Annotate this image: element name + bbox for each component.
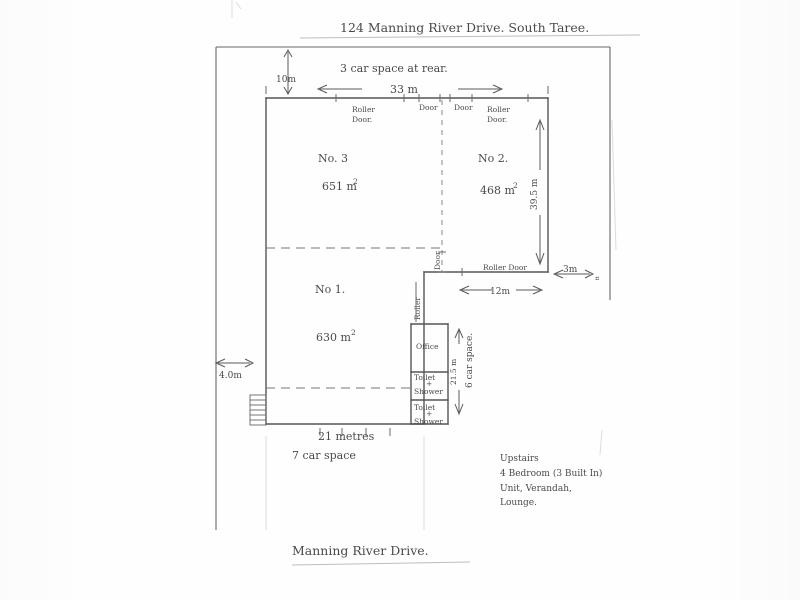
front-car-space-note: 7 car space xyxy=(292,449,356,462)
dim-39-5m-arrow-up xyxy=(535,118,545,131)
unit-no2-area-sup: 2 xyxy=(513,181,518,190)
dim-33m-label: 33 m xyxy=(390,83,418,96)
unit-no3-name: No. 3 xyxy=(318,152,348,165)
dim-4m-arrow-right xyxy=(244,358,255,368)
unit-no3-area: 651 m xyxy=(322,180,357,193)
room-toilet1-line1: Toilet xyxy=(414,373,435,382)
page-crease-right xyxy=(611,119,617,251)
dim-33m-arrow-right xyxy=(492,84,504,94)
door-label-3: Door xyxy=(454,103,473,112)
upstairs-note-line4: Lounge. xyxy=(500,498,537,508)
title-underline xyxy=(299,34,641,39)
unit-no1-name: No 1. xyxy=(315,283,345,296)
dim-12m-arrow-right xyxy=(532,285,544,295)
side-car-space-note: 6 car space. xyxy=(465,333,475,388)
room-toilet2-line1: Toilet xyxy=(414,403,435,412)
roller-door-label-4-line1: Roller xyxy=(487,105,510,114)
dim-39-5m-label: 39.5 m xyxy=(530,178,540,210)
roller-door-label-1-line1: Roller xyxy=(352,105,375,114)
room-toilet2-line3: Shower xyxy=(414,417,443,426)
dim-21-5m-arrow-up xyxy=(454,327,464,339)
dim-3m-arrow-left xyxy=(552,269,564,279)
roller-door-label-1-line2: Door. xyxy=(352,115,372,124)
upstairs-note-line2: 4 Bedroom (3 Built In) xyxy=(500,468,602,479)
unit-no1-area: 630 m xyxy=(316,331,351,344)
room-toilet1-line2: + xyxy=(426,379,432,388)
unit-no2-area: 468 m xyxy=(480,184,515,197)
unit-no1-area-sup: 2 xyxy=(351,328,356,337)
rear-car-space-note: 3 car space at rear. xyxy=(340,62,448,75)
vertical-door-label: Door xyxy=(433,251,442,270)
dim-3m-label: 3m xyxy=(563,265,578,275)
dim-10m-arrow-up xyxy=(283,48,293,58)
dim-33m-arrow-left xyxy=(316,84,328,94)
door-label-2: Door xyxy=(419,103,438,112)
bottom-caption: Manning River Drive. xyxy=(292,543,429,558)
dim-21-5m-label: 21.5 m xyxy=(449,359,458,385)
upstairs-note-line1: Upstairs xyxy=(500,454,539,464)
page-corner-mark xyxy=(235,1,242,10)
dim-3m-arrow-right xyxy=(584,269,595,279)
dim-12m-arrow-left xyxy=(458,285,470,295)
dim-39-5m-arrow-down xyxy=(535,252,545,266)
page-title: 124 Manning River Drive. South Taree. xyxy=(340,20,589,35)
dim-21-5m-arrow-down xyxy=(454,403,464,416)
unit-no2-name: No 2. xyxy=(478,152,508,165)
vertical-roller-door-label: Roller xyxy=(413,297,422,320)
unit-no3-area-sup: 2 xyxy=(353,177,358,186)
room-office-label: Office xyxy=(416,342,439,351)
room-toilet2-line2: + xyxy=(426,409,432,418)
dim-4m-arrow-left xyxy=(214,358,226,368)
dim-4m-label: 4.0m xyxy=(219,371,242,381)
mid-roller-door-label: Roller Door xyxy=(483,263,527,272)
bottom-scale-label: 21 metres xyxy=(318,430,375,443)
dim-10m-arrow-down xyxy=(283,86,293,96)
roller-door-label-4-line2: Door. xyxy=(487,115,507,124)
dim-12m-label: 12m xyxy=(490,287,510,297)
caption-underline xyxy=(291,561,471,566)
room-toilet1-line3: Shower xyxy=(414,387,443,396)
upstairs-note-line3: Unit, Verandah, xyxy=(500,484,572,494)
dim-10m-label: 10m xyxy=(276,75,296,85)
page-crease xyxy=(599,429,603,456)
boundary-mark-right: ⌗ xyxy=(595,274,600,283)
